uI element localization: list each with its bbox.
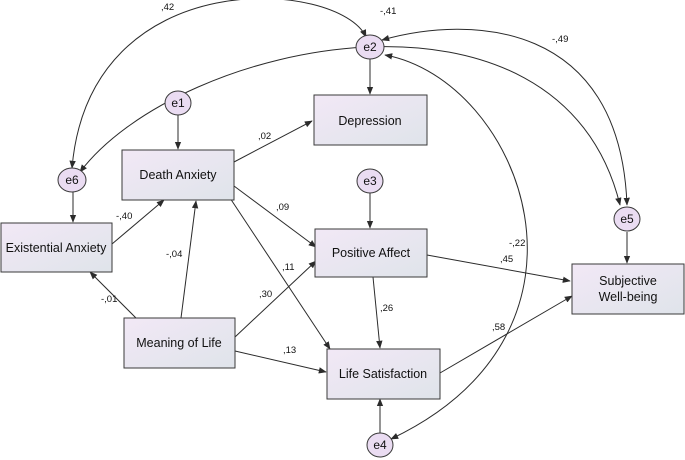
node-existential-anxiety-label: Existential Anxiety [6,241,107,255]
coef-death-positive: ,09 [276,202,289,213]
coef-positive-life: ,26 [380,303,393,314]
coef-meaning-death: -,04 [166,249,182,260]
node-death-anxiety-label: Death Anxiety [139,168,217,182]
path-meaning-life [234,350,327,374]
node-positive-affect[interactable]: Positive Affect [314,228,428,278]
error-e5[interactable]: e5 [613,206,641,232]
node-death-anxiety[interactable]: Death Anxiety [121,149,235,201]
node-subjective-wellbeing-label-1: Subjective [599,274,657,288]
node-existential-anxiety[interactable]: Existential Anxiety [0,222,113,273]
path-positive-life [372,276,383,349]
path-death-positive [233,185,317,248]
path-existential-death [111,199,165,245]
node-depression[interactable]: Depression [313,94,428,146]
coef-existential-death: -,40 [116,211,132,222]
coef-meaning-positive: ,30 [259,289,272,300]
path-life-swb [439,295,573,374]
path-death-life [229,197,331,350]
error-e5-label: e5 [620,212,634,226]
coef-cov-e2-e5: -,49 [552,34,568,45]
error-e1-label: e1 [171,96,185,110]
error-e4-label: e4 [373,438,387,452]
coef-death-depression: ,02 [258,131,271,142]
node-subjective-wellbeing[interactable]: Subjective Well-being [571,263,685,315]
path-positive-swb [426,254,571,283]
cov-e2-e5-curve [381,28,630,206]
error-e3-label: e3 [363,174,377,188]
path-death-depression [233,120,313,163]
path-meaning-death [180,200,199,319]
coef-cov-e6-e5: -,41 [380,6,396,17]
path-meaning-existential [89,271,137,319]
coef-cov-e6-e2: ,42 [161,2,174,13]
coef-positive-swb: ,45 [500,254,513,265]
coef-meaning-life: ,13 [283,345,296,356]
error-e2-label: e2 [363,40,377,54]
error-e6[interactable]: e6 [57,167,87,193]
node-meaning-of-life[interactable]: Meaning of Life [123,317,236,369]
coef-meaning-existential: -,01 [101,294,117,305]
node-life-satisfaction[interactable]: Life Satisfaction [326,348,441,400]
node-depression-label: Depression [338,114,401,128]
error-e1[interactable]: e1 [164,90,192,116]
coef-cov-e2-e4: -,22 [509,238,525,249]
error-e2[interactable]: e2 [355,34,385,60]
node-positive-affect-label: Positive Affect [332,246,411,260]
error-e3[interactable]: e3 [356,168,384,194]
error-e4[interactable]: e4 [366,432,394,458]
node-life-satisfaction-label: Life Satisfaction [339,367,427,381]
coef-life-swb: ,58 [492,322,505,333]
cov-e6-e2-curve [69,0,367,169]
cov-e2-e4-curve [384,53,528,440]
node-subjective-wellbeing-label-2: Well-being [599,290,658,304]
error-e6-label: e6 [65,173,79,187]
node-meaning-of-life-label: Meaning of Life [136,336,222,350]
path-meaning-positive [234,260,317,338]
coef-death-life: ,11 [282,262,295,273]
